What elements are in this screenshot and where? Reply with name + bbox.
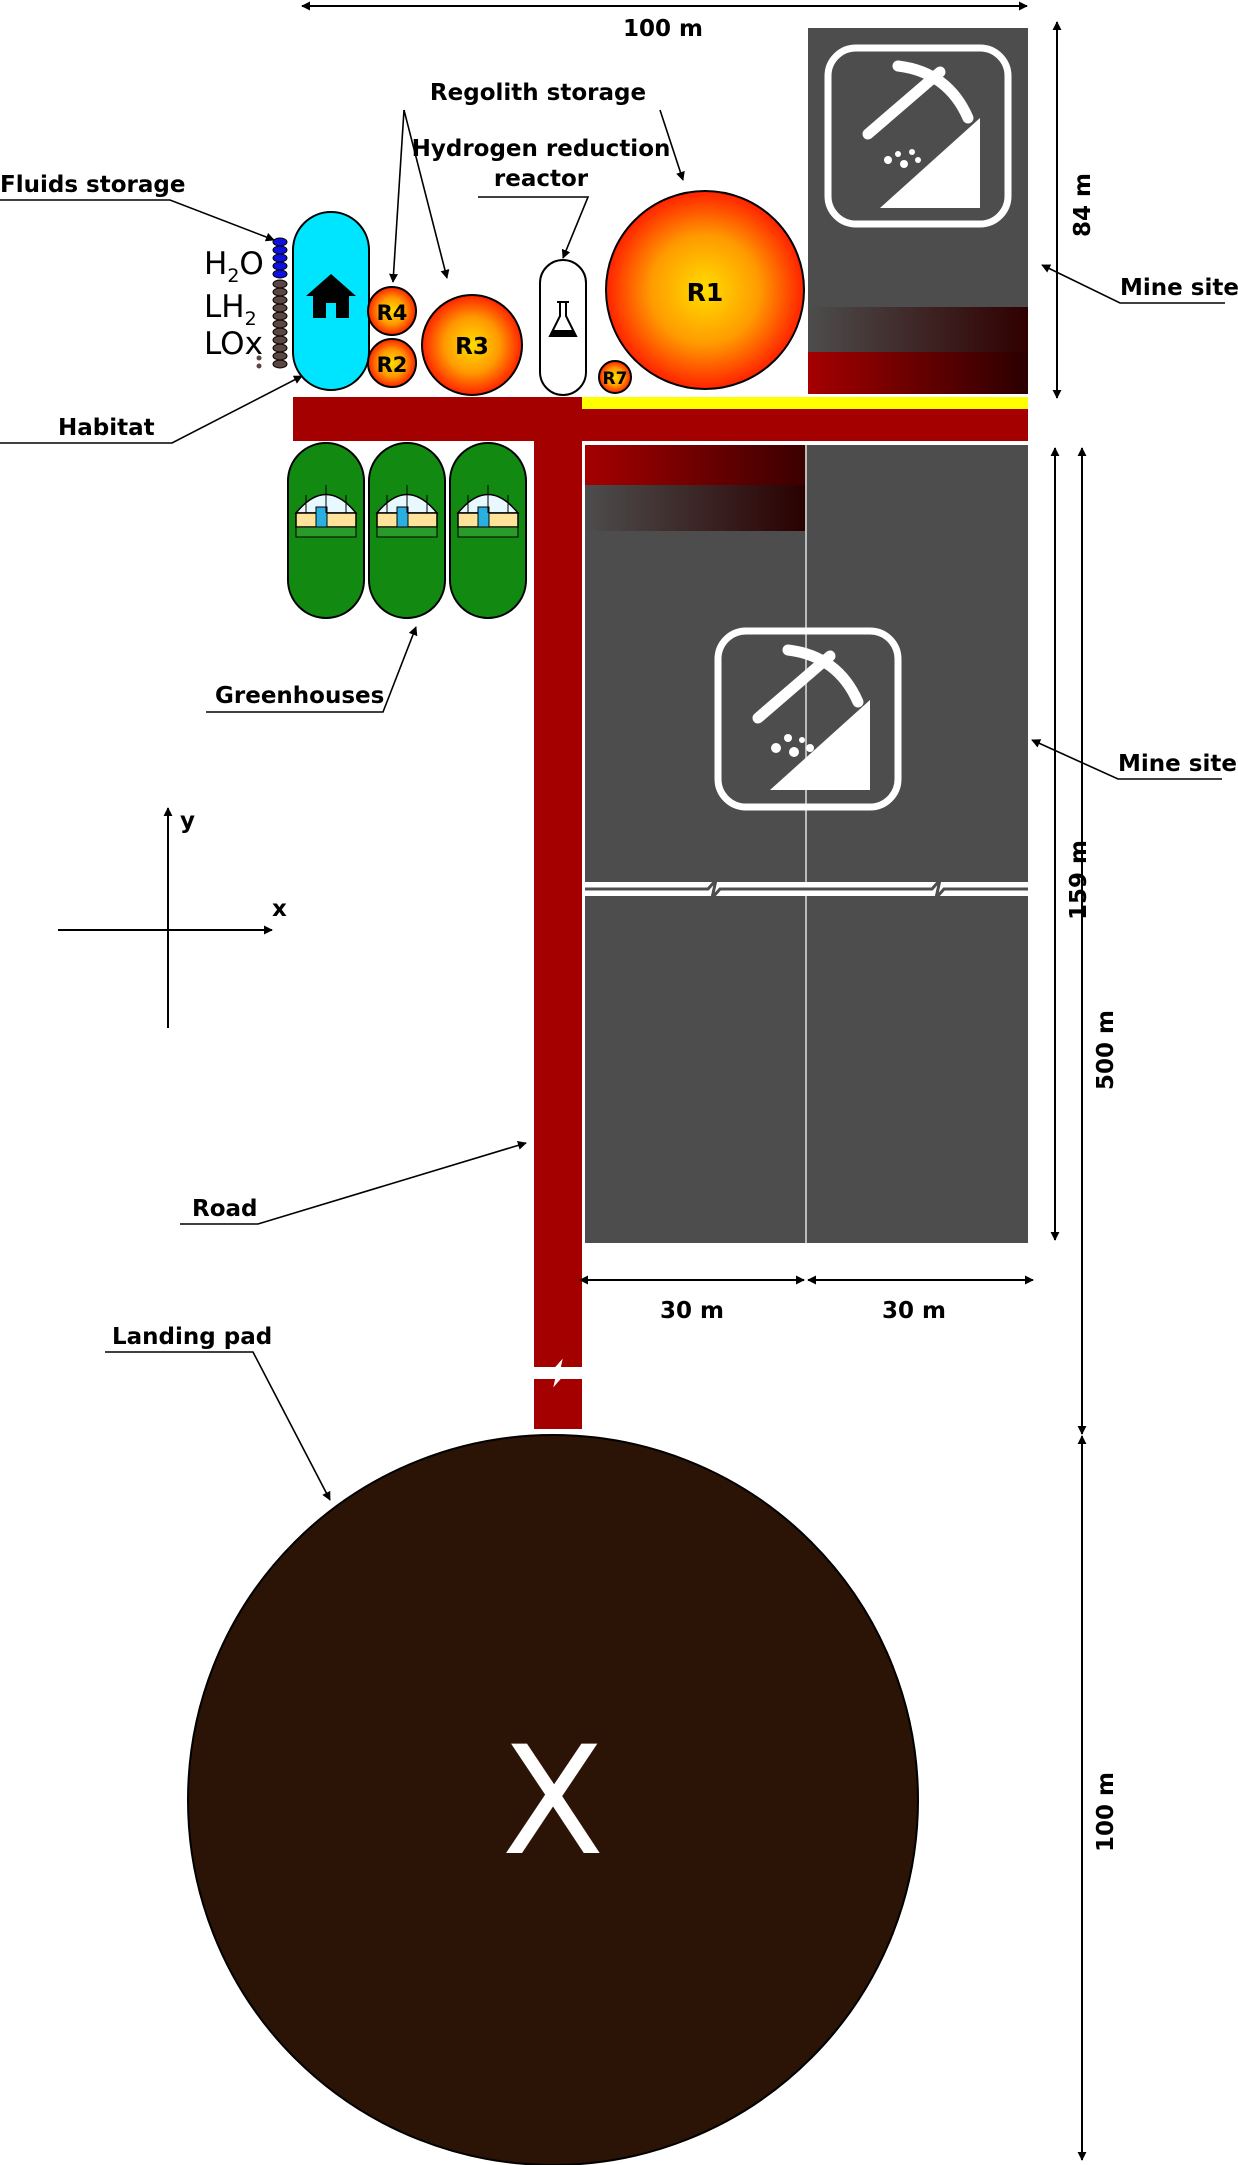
road-leader bbox=[180, 1141, 527, 1225]
landing-pad: X bbox=[187, 1434, 919, 2165]
habitat-label: Habitat bbox=[58, 415, 155, 441]
flask-icon bbox=[548, 301, 578, 337]
hydrogen-reactor-label-line2: reactor bbox=[494, 166, 589, 192]
regolith-tank-r2: R2 bbox=[367, 338, 417, 388]
regolith-leader-r3 bbox=[403, 109, 450, 279]
mine-site-top bbox=[808, 28, 1028, 394]
mine-site-top-leader bbox=[1041, 264, 1225, 304]
svg-text:R2: R2 bbox=[377, 353, 408, 377]
svg-text:R1: R1 bbox=[687, 278, 724, 307]
regolith-storage-label: Regolith storage bbox=[430, 80, 646, 106]
regolith-tank-r4: R4 bbox=[367, 286, 417, 336]
regolith-tank-r3: R3 bbox=[421, 294, 523, 396]
axis-y-label: y bbox=[180, 808, 195, 834]
regolith-leader-r1 bbox=[659, 109, 685, 181]
landing-pad-leader bbox=[105, 1351, 331, 1501]
greenhouses-leader bbox=[206, 626, 418, 713]
svg-text:R4: R4 bbox=[377, 301, 408, 325]
fluids-storage-leader bbox=[0, 199, 275, 242]
pickaxe-icon bbox=[824, 44, 1012, 228]
mine-break-symbol bbox=[585, 874, 1028, 904]
dim-mine-col-left-label: 30 m bbox=[660, 1298, 724, 1324]
mine-site-mid-leader bbox=[1031, 739, 1222, 780]
hydrogen-reactor-label-line1: Hydrogen reduction bbox=[412, 136, 671, 162]
habitat-module bbox=[292, 211, 370, 391]
axis-x-label: x bbox=[272, 896, 287, 922]
dim-road-label: 500 m bbox=[1093, 1010, 1119, 1090]
fluid-label-lox: LOx bbox=[204, 326, 263, 362]
fluid-label-lh2: LH2 bbox=[204, 289, 257, 330]
dim-mine-mid-label: 159 m bbox=[1066, 840, 1092, 920]
habitat-leader bbox=[0, 375, 303, 444]
dim-top-width-label: 100 m bbox=[623, 16, 703, 42]
road-label: Road bbox=[192, 1196, 258, 1222]
coordinate-axes: x y bbox=[58, 807, 287, 1028]
dim-mine-col-right-label: 30 m bbox=[882, 1298, 946, 1324]
greenhouse-1 bbox=[287, 442, 365, 619]
regolith-leader-r4 bbox=[389, 109, 405, 283]
landing-pad-label: Landing pad bbox=[112, 1324, 272, 1350]
greenhouse-3 bbox=[449, 442, 527, 619]
road-vertical bbox=[534, 397, 582, 1429]
house-icon bbox=[306, 274, 356, 318]
mine-site-mid-label: Mine site bbox=[1118, 751, 1237, 777]
greenhouse-2 bbox=[368, 442, 446, 619]
greenhouse-icon bbox=[375, 485, 439, 538]
greenhouse-icon bbox=[294, 485, 358, 538]
greenhouses-label: Greenhouses bbox=[215, 683, 384, 709]
svg-text:R3: R3 bbox=[455, 334, 489, 360]
mine-site-middle bbox=[585, 445, 1028, 1243]
regolith-tank-r1: R1 bbox=[605, 190, 805, 390]
road-break-symbol bbox=[528, 1358, 588, 1388]
road-highlight-strip bbox=[563, 397, 1028, 409]
fluids-storage-stack bbox=[256, 237, 288, 369]
dim-pad-label: 100 m bbox=[1093, 1772, 1119, 1852]
landing-pad-mark: X bbox=[502, 1715, 605, 1889]
mine-site-top-label: Mine site bbox=[1120, 275, 1238, 301]
svg-text:R7: R7 bbox=[603, 369, 628, 389]
hydrogen-reduction-reactor bbox=[539, 259, 587, 396]
fluids-storage-label: Fluids storage bbox=[0, 172, 185, 198]
greenhouse-icon bbox=[456, 485, 520, 538]
regolith-tank-r7: R7 bbox=[598, 360, 632, 394]
dim-mine-top-label: 84 m bbox=[1070, 173, 1096, 237]
fluid-label-h2o: H2O bbox=[204, 246, 264, 287]
hydrogen-reactor-leader bbox=[478, 196, 590, 259]
pickaxe-icon bbox=[714, 627, 902, 811]
